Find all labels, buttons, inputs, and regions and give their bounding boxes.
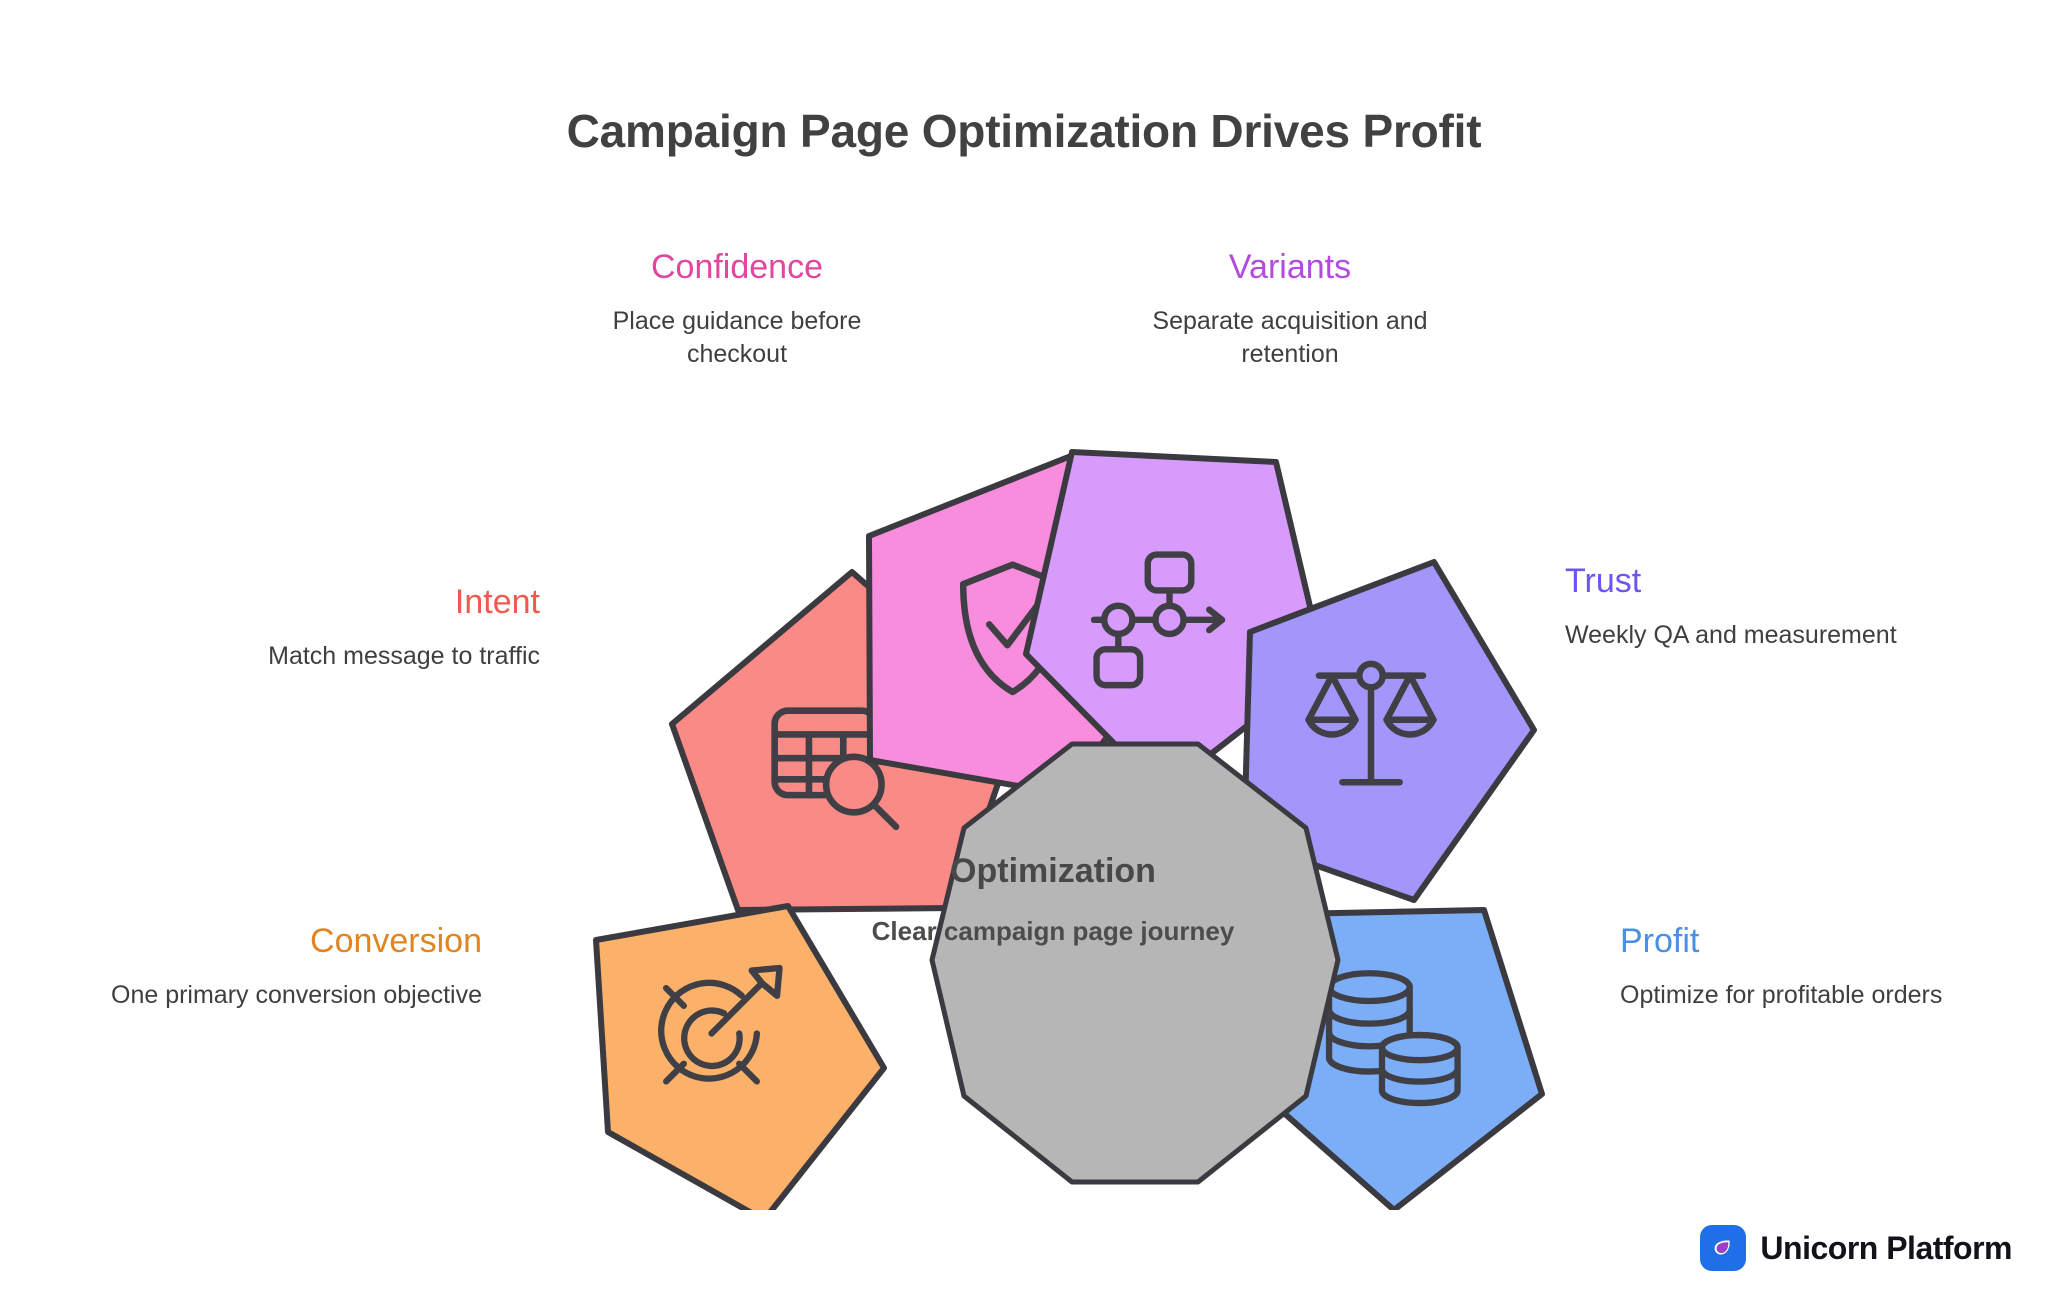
label-title-variants: Variants: [1228, 248, 1352, 286]
label-desc-profit: Optimize for profitable orders: [1620, 981, 1943, 1010]
segment-conversion-shape[interactable]: [593, 903, 887, 1210]
page-title: Campaign Page Optimization Drives Profit: [566, 105, 1482, 157]
segment-conversion[interactable]: [593, 903, 887, 1210]
brand-footer[interactable]: Unicorn Platform: [1700, 1225, 2012, 1271]
label-title-trust: Trust: [1565, 562, 1642, 600]
flow-branch-icon: [1090, 551, 1226, 689]
label-block-confidence[interactable]: Confidence Place guidance before checkou…: [562, 248, 912, 371]
label-desc-intent: Match message to traffic: [268, 642, 540, 671]
label-title-intent: Intent: [454, 583, 540, 621]
droplet-glyph: [1715, 1240, 1731, 1255]
label-block-variants[interactable]: Variants Separate acquisition and retent…: [1110, 248, 1470, 371]
coin-stack-icon: [1325, 970, 1461, 1107]
brand-name: Unicorn Platform: [1760, 1229, 2012, 1266]
target-arrow-icon: [658, 964, 783, 1085]
label-block-intent[interactable]: Intent Match message to traffic: [140, 583, 540, 673]
label-block-trust[interactable]: Trust Weekly QA and measurement: [1565, 562, 1965, 652]
label-title-conversion: Conversion: [310, 922, 482, 960]
center-octagon[interactable]: [929, 741, 1341, 1185]
unicorn-droplet-icon: [1700, 1225, 1747, 1271]
label-block-conversion[interactable]: Conversion One primary conversion object…: [110, 922, 482, 1012]
label-desc-confidence: Place guidance before checkout: [612, 307, 862, 369]
wheel-svg: [593, 449, 1545, 1210]
center-octagon-shape[interactable]: [929, 741, 1341, 1185]
label-desc-trust: Weekly QA and measurement: [1565, 621, 1897, 650]
scales-balance-icon: [1305, 660, 1437, 786]
label-desc-conversion: One primary conversion objective: [111, 981, 482, 1010]
label-block-profit[interactable]: Profit Optimize for profitable orders: [1620, 922, 2000, 1012]
segment-trust[interactable]: [1241, 559, 1537, 903]
label-title-confidence: Confidence: [650, 248, 823, 286]
label-title-profit: Profit: [1620, 922, 1700, 960]
label-desc-variants: Separate acquisition and retention: [1152, 307, 1428, 369]
